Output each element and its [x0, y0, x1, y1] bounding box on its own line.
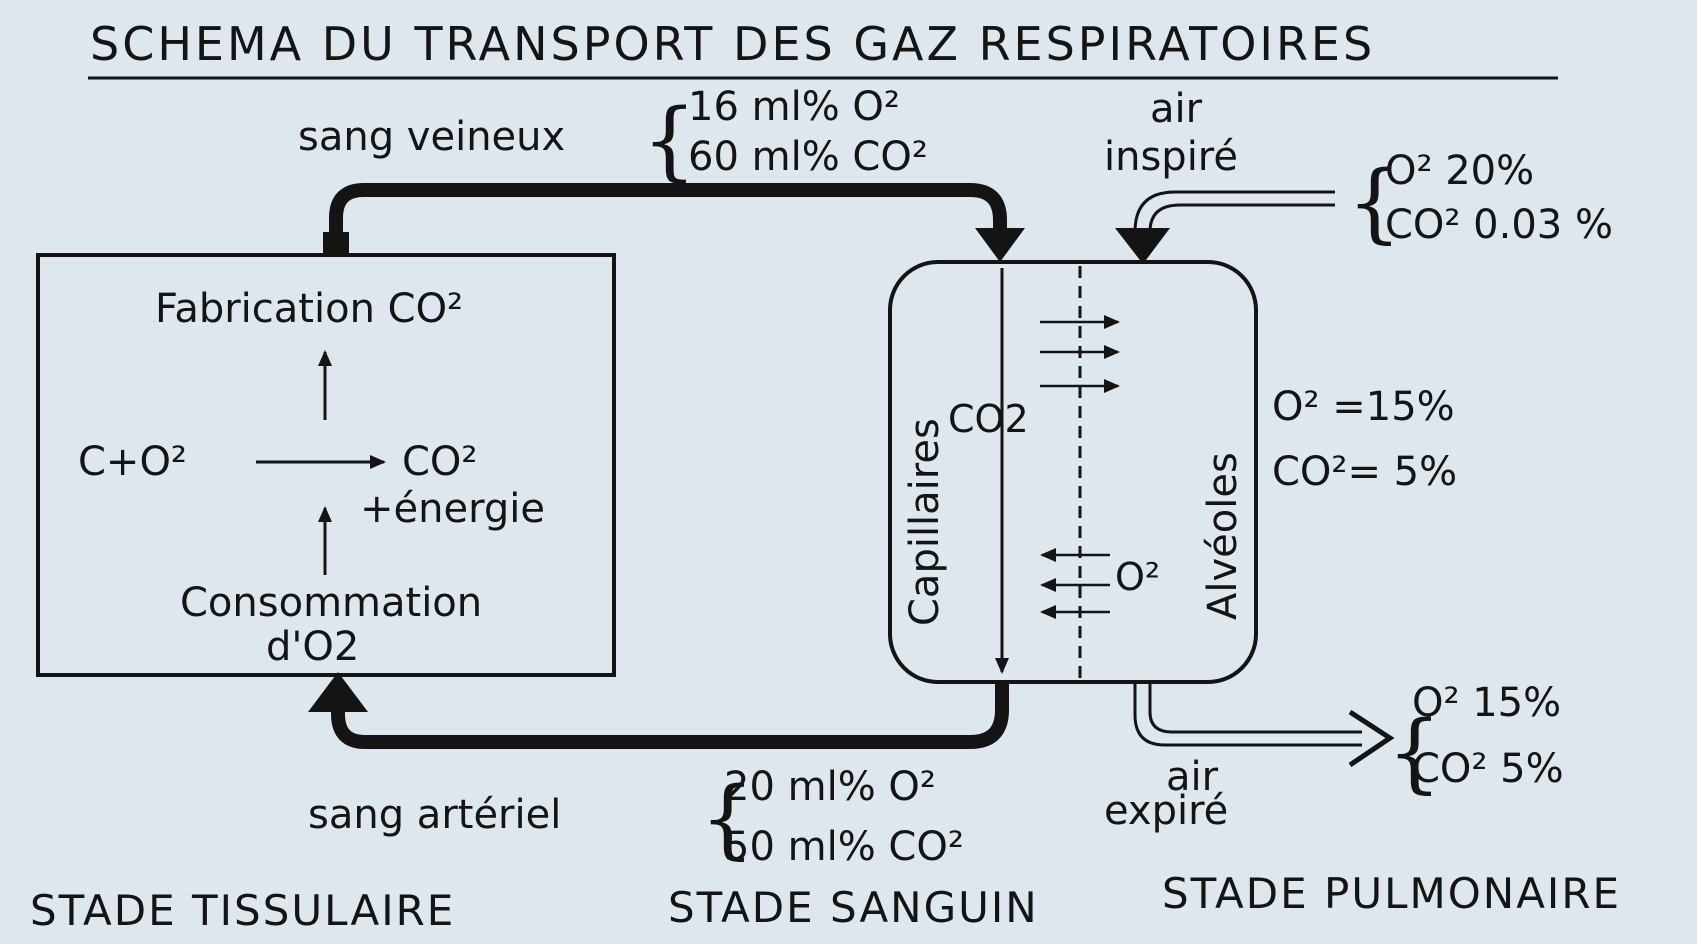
inspired-brace: {: [1347, 153, 1402, 253]
expired-air-label-2: expiré: [1104, 788, 1228, 834]
lung-exchange-box: [888, 260, 1258, 684]
expired-o2: O² 15%: [1412, 680, 1561, 726]
arterial-blood-label: sang artériel: [308, 792, 561, 838]
tissue-box-tab: [323, 232, 349, 256]
stage-tissue: STADE TISSULAIRE: [30, 886, 455, 935]
expired-air-arrowhead: [1348, 709, 1395, 768]
inspired-air-flow-inner: [1148, 203, 1335, 233]
expired-air-label: air: [1166, 754, 1219, 800]
inspired-air-flow: [1133, 190, 1335, 233]
alveoli-label: Alvéoles: [1200, 452, 1246, 620]
venous-o2-value: 16 ml% O²: [688, 84, 900, 130]
venous-brace: {: [642, 91, 697, 191]
alveolar-o2: O² =15%: [1272, 384, 1455, 430]
stage-pulmonary: STADE PULMONAIRE: [1162, 869, 1621, 918]
inspired-air-arrowhead: [1115, 228, 1170, 264]
expired-air-flow-inner: [1148, 684, 1362, 734]
expired-air-flow: [1133, 684, 1362, 747]
venous-arrowhead: [975, 228, 1025, 262]
co2-in-capillaries: CO2: [948, 397, 1029, 441]
stage-blood: STADE SANGUIN: [668, 883, 1039, 932]
reaction-product-co2: CO²: [402, 439, 477, 485]
arterial-brace: {: [700, 769, 755, 869]
o2-consumption-label: Consommation: [180, 580, 482, 626]
expired-brace: {: [1387, 703, 1442, 803]
arterial-blood-flow: [331, 682, 1009, 749]
reaction-energy: +énergie: [360, 486, 545, 532]
diagram-title: SCHEMA DU TRANSPORT DES GAZ RESPIRATOIRE…: [90, 17, 1375, 71]
venous-co2-value: 60 ml% CO²: [688, 134, 928, 180]
inspired-co2: CO² 0.03 %: [1385, 202, 1613, 248]
arterial-o2-value: 20 ml% O²: [724, 764, 936, 810]
o2-consumption-label-2: d'O2: [266, 624, 359, 670]
inspired-o2: O² 20%: [1385, 148, 1534, 194]
capillaries-label: Capillaires: [902, 418, 948, 626]
reaction-reactants: C+O²: [78, 439, 187, 485]
co2-production-label: Fabrication CO²: [155, 286, 463, 332]
inspired-air-label-2: inspiré: [1104, 134, 1238, 180]
alveolar-co2: CO²= 5%: [1272, 449, 1457, 495]
expired-co2: CO² 5%: [1412, 746, 1564, 792]
arterial-co2-value: 50 ml% CO²: [724, 824, 964, 870]
venous-blood-flow: [329, 183, 1007, 232]
inspired-air-label: air: [1150, 86, 1203, 132]
o2-in-alveoli: O²: [1115, 555, 1160, 599]
venous-blood-label: sang veineux: [298, 114, 565, 160]
arterial-arrowhead: [308, 672, 368, 712]
